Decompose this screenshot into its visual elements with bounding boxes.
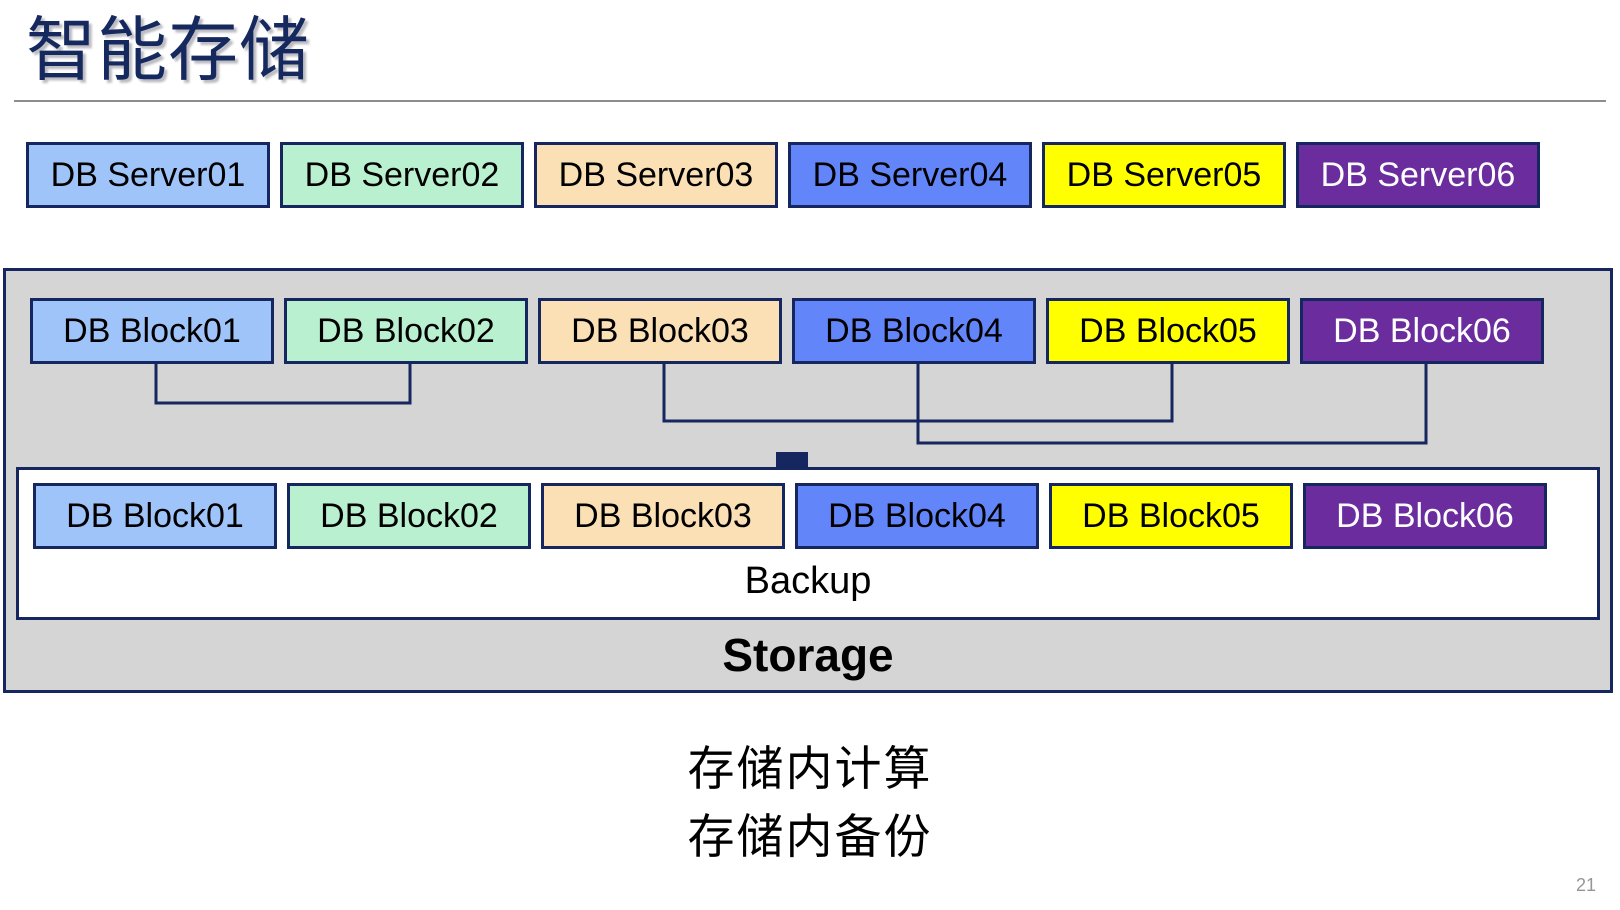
db-backup-block-box-1: DB Block01	[33, 483, 277, 549]
db-block-box-3: DB Block03	[538, 298, 782, 364]
db-backup-block-box-4: DB Block04	[795, 483, 1039, 549]
db-backup-block-box-label: DB Block06	[1336, 496, 1514, 535]
db-block-box-label: DB Block04	[825, 311, 1003, 350]
db-backup-block-box-6: DB Block06	[1303, 483, 1547, 549]
db-server-box-1: DB Server01	[26, 142, 270, 208]
db-backup-block-box-5: DB Block05	[1049, 483, 1293, 549]
db-server-box-4: DB Server04	[788, 142, 1032, 208]
db-server-box-5: DB Server05	[1042, 142, 1286, 208]
db-backup-block-box-label: DB Block03	[574, 496, 752, 535]
connector-block04-block06	[916, 361, 1428, 445]
db-block-box-6: DB Block06	[1300, 298, 1544, 364]
storage-label: Storage	[722, 629, 894, 681]
db-server-box-6: DB Server06	[1296, 142, 1540, 208]
db-block-box-2: DB Block02	[284, 298, 528, 364]
db-backup-block-box-label: DB Block02	[320, 496, 498, 535]
db-block-box-label: DB Block01	[63, 311, 241, 350]
storage-container: DB Block01 DB Block02 DB Block03 DB Block04…	[3, 268, 1613, 693]
db-server-box-label: DB Server01	[50, 155, 246, 194]
db-backup-block-box-label: DB Block04	[828, 496, 1006, 535]
db-server-box-label: DB Server06	[1320, 155, 1516, 194]
db-server-box-2: DB Server02	[280, 142, 524, 208]
caption-line-2: 存储内备份	[687, 810, 933, 863]
db-block-box-5: DB Block05	[1046, 298, 1290, 364]
db-backup-block-box-label: DB Block01	[66, 496, 244, 535]
db-server-box-label: DB Server02	[304, 155, 500, 194]
db-block-box-label: DB Block02	[317, 311, 495, 350]
db-block-box-label: DB Block03	[571, 311, 749, 350]
db-server-box-3: DB Server03	[534, 142, 778, 208]
page-number: 21	[1575, 875, 1596, 895]
db-backup-block-box-label: DB Block05	[1082, 496, 1260, 535]
db-backup-block-box-3: DB Block03	[541, 483, 785, 549]
db-server-box-label: DB Server03	[558, 155, 754, 194]
db-block-box-label: DB Block06	[1333, 311, 1511, 350]
slide-caption: 存储内计算存储内备份	[0, 735, 1620, 871]
db-block-box-label: DB Block05	[1079, 311, 1257, 350]
backup-panel: DB Block01 DB Block02 DB Block03 DB Block04…	[16, 467, 1600, 620]
block-connectors	[154, 361, 1428, 503]
connector-block01-block02	[154, 361, 412, 405]
db-block-box-4: DB Block04	[792, 298, 1036, 364]
db-server-box-label: DB Server04	[812, 155, 1008, 194]
title-divider	[14, 100, 1606, 102]
db-block-box-1: DB Block01	[30, 298, 274, 364]
db-server-box-label: DB Server05	[1066, 155, 1262, 194]
caption-line-1: 存储内计算	[687, 742, 933, 795]
page-title: 智能存储	[26, 11, 310, 89]
backup-label: Backup	[744, 560, 872, 602]
db-backup-block-box-2: DB Block02	[287, 483, 531, 549]
